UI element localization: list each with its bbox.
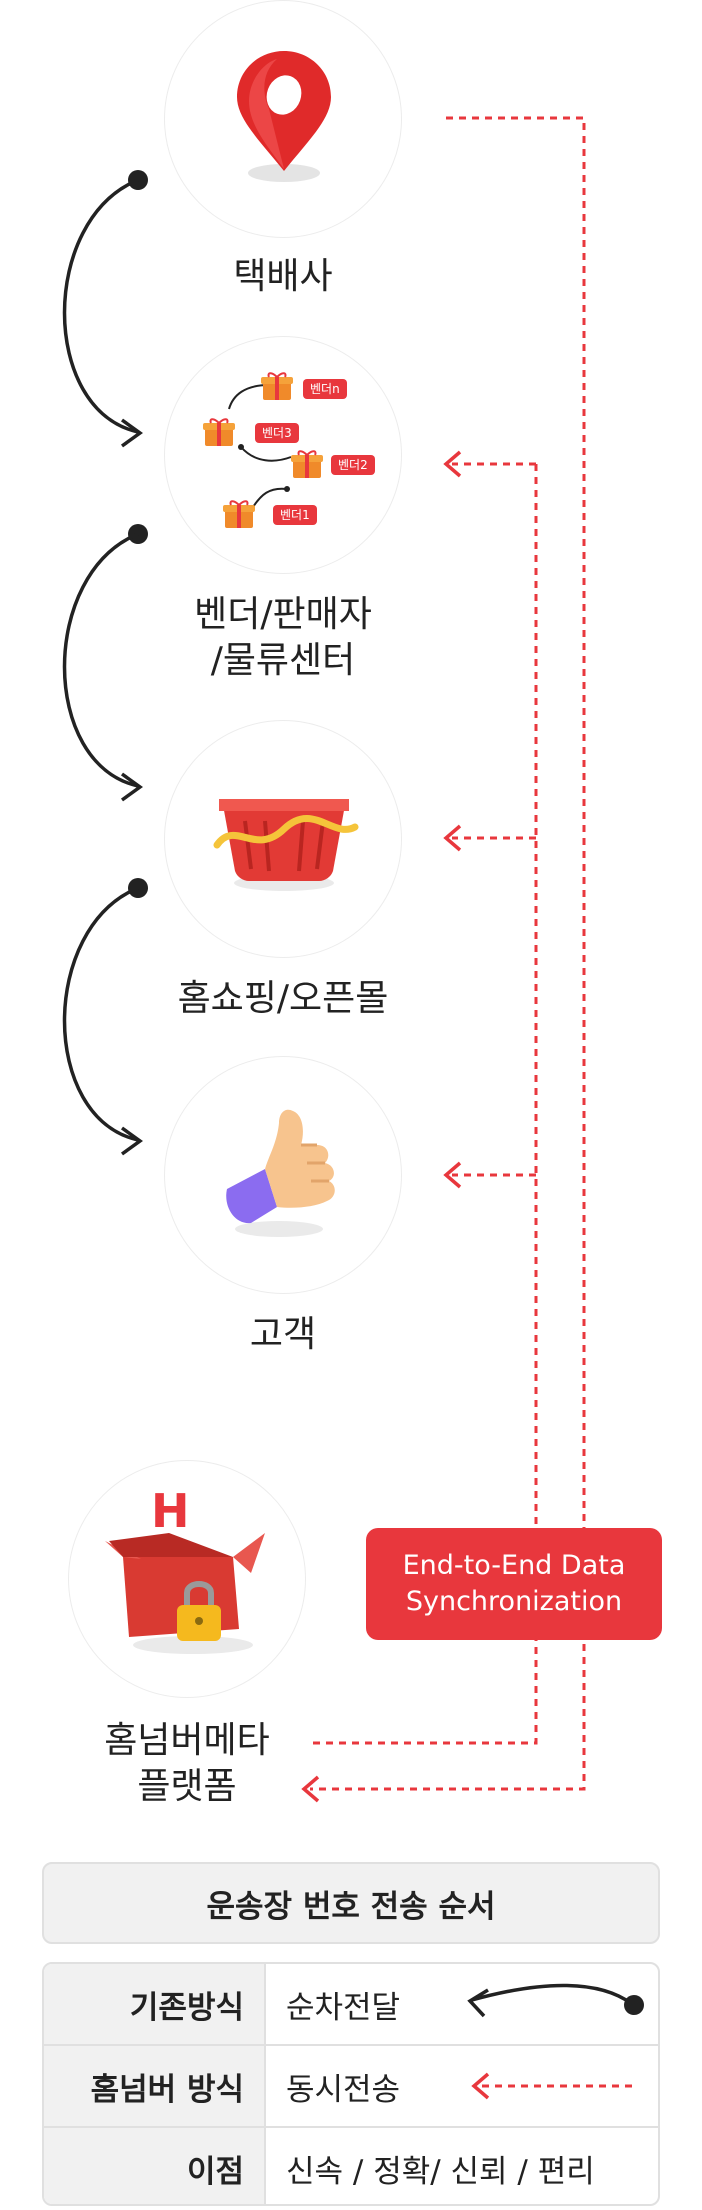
node-label-courier: 택배사 (233, 256, 333, 297)
thumbs-up-icon (226, 1109, 335, 1237)
row-divider (44, 2126, 658, 2128)
vendor-tag-2: 벤더2 (331, 455, 375, 475)
node-label-shopping: 홈쇼핑/오픈몰 (177, 978, 389, 1019)
row-value-homenumber: 동시전송 (286, 2071, 401, 2108)
location-pin-icon (237, 51, 331, 182)
legend-arrows (467, 1983, 644, 2100)
sync-badge-line2: Synchronization (405, 1586, 623, 1617)
node-circle-customer (164, 1056, 402, 1294)
row-value-benefit: 신속 / 정확/ 신뢰 / 편리 (286, 2153, 595, 2190)
order-table: 기존방식 순차전달 홈넘버 방식 동시전송 이점 신속 / 정확/ 신뢰 / 편… (42, 1962, 660, 2206)
sync-badge: End-to-End Data Synchronization (366, 1528, 662, 1640)
locked-box-icon: H (105, 1484, 265, 1654)
node-circle-shopping (164, 720, 402, 958)
sequential-arrow-2 (62, 524, 148, 802)
table-row: 기존방식 순차전달 (44, 1964, 658, 2044)
vendor-tag-3: 벤더3 (255, 423, 299, 443)
vendor-tag-1: 벤더1 (273, 505, 317, 525)
node-circle-courier (164, 0, 402, 238)
gift-box-icon (261, 371, 293, 401)
row-header-existing: 기존방식 (44, 1964, 266, 2044)
sync-lines (310, 116, 586, 1791)
sync-arrowheads (301, 450, 462, 1803)
node-label-customer: 고객 (249, 1314, 317, 1355)
gift-box-icon (291, 449, 323, 479)
table-row: 이점 신속 / 정확/ 신뢰 / 편리 (44, 2128, 658, 2204)
node-label-platform: 홈넘버메타 플랫폼 (68, 1718, 306, 1810)
sequential-arrow-3 (62, 878, 148, 1156)
solid-curved-arrow-icon (467, 1983, 644, 2018)
sync-badge-line1: End-to-End Data (402, 1550, 626, 1581)
table-row: 홈넘버 방식 동시전송 (44, 2046, 658, 2126)
node-label-vendor-line1: 벤더/판매자 (194, 594, 372, 635)
row-header-benefit: 이점 (44, 2128, 266, 2204)
hangul-h-symbol: H (151, 1484, 190, 1538)
node-label-vendor-line2: /물류센터 (210, 640, 356, 681)
node-circle-vendor: 벤더n 벤더3 벤더2 벤더1 (164, 336, 402, 574)
node-label-platform-line1: 홈넘버메타 (104, 1720, 270, 1761)
row-value-existing: 순차전달 (286, 1989, 401, 2026)
node-label-platform-line2: 플랫폼 (137, 1766, 237, 1807)
node-circle-platform: H (68, 1460, 306, 1698)
dashed-red-arrow-icon (471, 2072, 632, 2100)
order-title: 운송장 번호 전송 순서 (42, 1862, 660, 1944)
gift-box-icon (203, 417, 235, 447)
row-header-homenumber: 홈넘버 방식 (44, 2046, 266, 2126)
shopping-basket-icon (213, 799, 359, 891)
node-label-vendor: 벤더/판매자 /물류센터 (164, 592, 402, 684)
sequential-arrow-1 (62, 170, 148, 448)
vendor-tag-n: 벤더n (303, 379, 347, 399)
row-divider (44, 2044, 658, 2046)
gift-box-icon (223, 499, 255, 529)
